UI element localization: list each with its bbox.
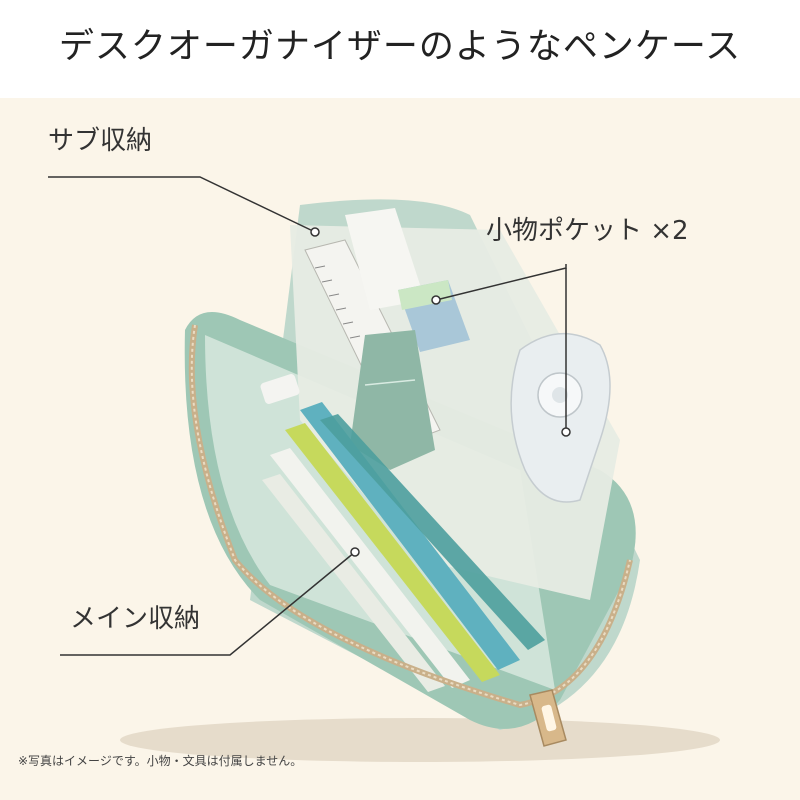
footnote: ※写真はイメージです。小物・文具は付属しません。 bbox=[18, 754, 303, 768]
leader-line-main bbox=[60, 551, 356, 656]
pen-white-2 bbox=[262, 474, 445, 692]
pen-lime bbox=[285, 423, 500, 682]
label-small-pockets: 小物ポケット ×2 bbox=[486, 216, 689, 246]
title-band: デスクオーガナイザーのようなペンケース bbox=[0, 0, 800, 98]
pen-white bbox=[270, 448, 470, 688]
leader-dot-main bbox=[350, 547, 360, 557]
correction-tape bbox=[510, 333, 611, 503]
notebook bbox=[345, 208, 425, 310]
case-shadow bbox=[120, 718, 720, 762]
pen-blue bbox=[300, 402, 520, 670]
divider-tab bbox=[350, 330, 435, 470]
leader-dot-sub bbox=[310, 227, 320, 237]
leader-dot-pocket-2 bbox=[561, 427, 571, 437]
leader-line-sub bbox=[48, 176, 316, 233]
ruler-ticks bbox=[314, 265, 361, 339]
pen-green bbox=[320, 414, 545, 650]
leader-dot-pocket-1 bbox=[431, 295, 441, 305]
eraser bbox=[260, 374, 300, 404]
product-photo: サブ収納 小物ポケット ×2 メイン収納 bbox=[0, 98, 800, 800]
label-main-storage: メイン収納 bbox=[70, 604, 201, 634]
label-sub-storage: サブ収納 bbox=[48, 126, 153, 156]
page-title: デスクオーガナイザーのようなペンケース bbox=[58, 27, 742, 67]
pen-case-illustration bbox=[48, 176, 720, 762]
